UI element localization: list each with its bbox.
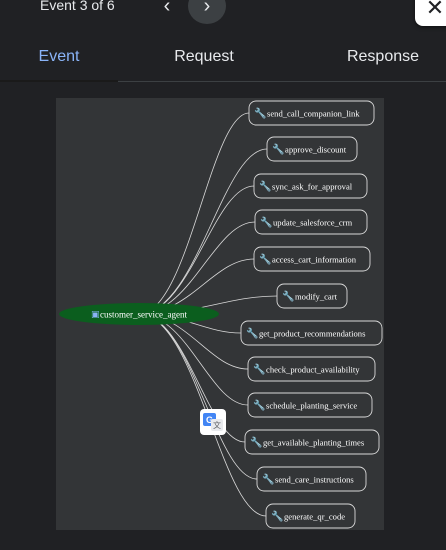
graph-edge bbox=[138, 185, 255, 315]
tool-node[interactable] bbox=[244, 429, 380, 455]
tool-label: sync_ask_for_approval bbox=[272, 182, 353, 192]
tool-node[interactable] bbox=[248, 100, 375, 126]
wrench-icon: 🔧 bbox=[253, 363, 265, 376]
tab-request[interactable]: Request bbox=[174, 48, 234, 65]
tool-node[interactable] bbox=[253, 246, 371, 272]
tab-response[interactable]: Response bbox=[346, 48, 420, 65]
graph-edge bbox=[138, 112, 250, 315]
agent-graph-canvas: ▣customer_service_agent🔧send_call_compan… bbox=[59, 100, 383, 529]
tool-label: send_care_instructions bbox=[275, 475, 354, 485]
wrench-icon: 🔧 bbox=[250, 436, 262, 449]
wrench-icon: 🔧 bbox=[271, 510, 283, 523]
close-button[interactable]: ✕ bbox=[415, 0, 446, 26]
tool-node[interactable] bbox=[266, 136, 358, 162]
wrench-icon: 🔧 bbox=[253, 399, 265, 412]
wrench-icon: 🔧 bbox=[282, 290, 294, 303]
tool-label: modify_cart bbox=[295, 292, 338, 302]
graph-edge bbox=[138, 313, 249, 406]
wrench-icon: 🔧 bbox=[260, 216, 272, 229]
tool-label: schedule_planting_service bbox=[266, 401, 357, 411]
tool-label: send_call_companion_link bbox=[267, 109, 360, 119]
tool-label: access_cart_information bbox=[272, 255, 357, 265]
tab-bar: Event Request Response bbox=[0, 40, 446, 82]
graph-edge bbox=[138, 148, 268, 315]
agent-graph: ▣customer_service_agent🔧send_call_compan… bbox=[56, 98, 384, 530]
wrench-icon: 🔧 bbox=[254, 107, 266, 120]
graph-edge bbox=[138, 313, 258, 480]
wrench-icon: 🔧 bbox=[259, 253, 271, 266]
tool-label: get_available_planting_times bbox=[263, 438, 365, 448]
event-navigation: Event 3 of 6 ‹ › ✕ bbox=[0, 0, 446, 26]
close-icon: ✕ bbox=[425, 0, 445, 20]
svg-text:G: G bbox=[206, 415, 213, 425]
wrench-icon: 🔧 bbox=[272, 143, 284, 156]
tool-node[interactable] bbox=[256, 466, 367, 492]
tool-node[interactable] bbox=[276, 283, 348, 309]
agent-label: customer_service_agent bbox=[100, 310, 187, 320]
event-counter: Event 3 of 6 bbox=[40, 0, 115, 13]
tool-label: update_salesforce_crm bbox=[273, 218, 353, 228]
tool-node[interactable] bbox=[247, 392, 373, 418]
tool-label: check_product_availability bbox=[266, 365, 360, 375]
robot-icon: ▣ bbox=[91, 310, 100, 320]
agent-node[interactable] bbox=[59, 303, 219, 325]
svg-text:文: 文 bbox=[213, 420, 221, 430]
tool-node[interactable] bbox=[240, 320, 383, 346]
tool-label: generate_qr_code bbox=[284, 512, 345, 522]
chevron-left-icon: ‹ bbox=[163, 0, 171, 17]
wrench-icon: 🔧 bbox=[262, 473, 274, 486]
tool-label: approve_discount bbox=[285, 145, 347, 155]
google-translate-icon[interactable]: G 文 bbox=[200, 409, 226, 435]
tool-node[interactable] bbox=[254, 209, 368, 235]
wrench-icon: 🔧 bbox=[246, 327, 258, 340]
next-event-button[interactable]: › bbox=[188, 0, 226, 24]
tool-label: get_product_recommendations bbox=[259, 329, 366, 339]
tab-event[interactable]: Event bbox=[0, 40, 118, 82]
wrench-icon: 🔧 bbox=[259, 180, 271, 193]
tool-node[interactable] bbox=[247, 356, 376, 382]
previous-event-button[interactable]: ‹ bbox=[148, 0, 186, 24]
chevron-right-icon: › bbox=[203, 0, 211, 17]
tool-node[interactable] bbox=[265, 503, 356, 529]
tool-node[interactable] bbox=[253, 173, 368, 199]
